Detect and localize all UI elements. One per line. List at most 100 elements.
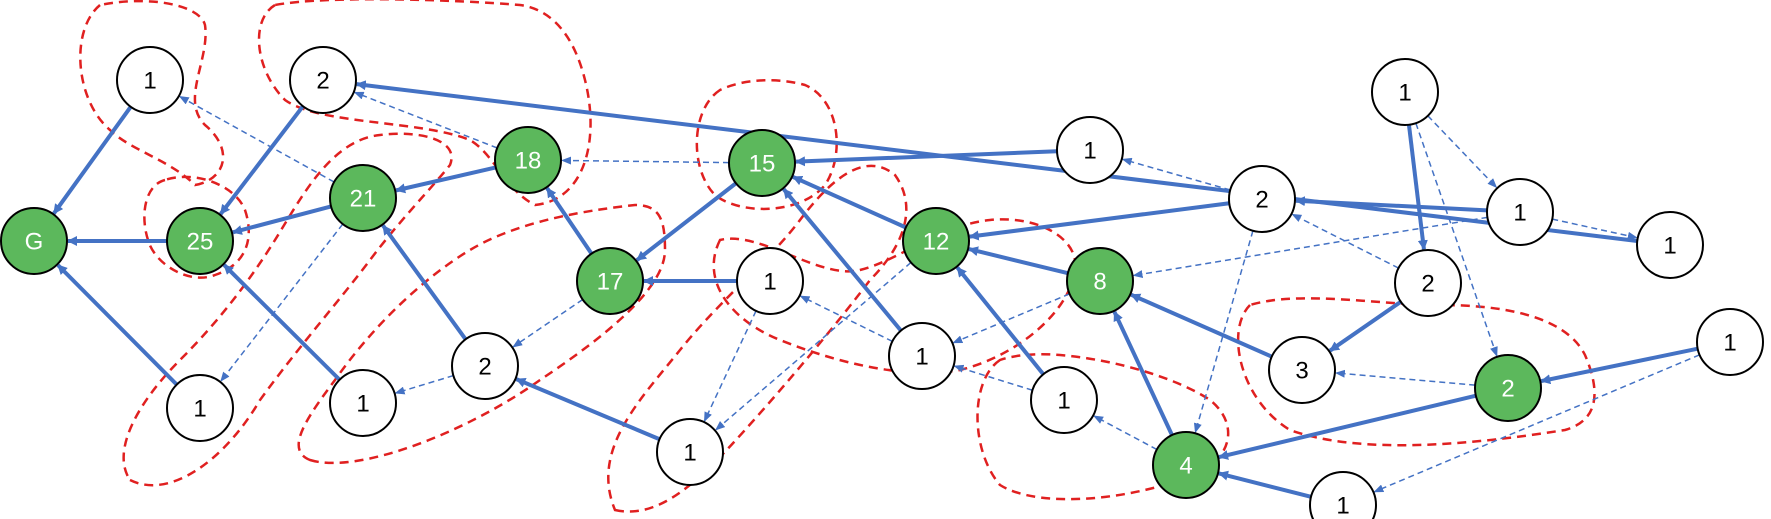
- solid-edge-b3-to-n21: [381, 224, 468, 341]
- node-n25: 25: [166, 207, 234, 275]
- solid-edge-c2-to-b3: [515, 377, 661, 442]
- node-c2: 1: [656, 418, 724, 486]
- node-label: 1: [1513, 200, 1526, 227]
- region-top-arc: [257, 0, 592, 207]
- node-label: 15: [749, 151, 776, 178]
- node-label: 2: [316, 68, 329, 95]
- node-label: 1: [356, 391, 369, 418]
- node-circle: [494, 126, 562, 194]
- node-d2: 1: [888, 322, 956, 390]
- node-f3: 1: [1696, 308, 1764, 376]
- node-n21: 21: [329, 164, 397, 232]
- dashed-edge-e2-to-f2: [1552, 218, 1638, 240]
- node-label: 2: [1255, 187, 1268, 214]
- solid-edge-a1-to-G: [52, 105, 133, 215]
- node-circle: [451, 332, 519, 400]
- node-c1: 1: [736, 247, 804, 315]
- node-label: 2: [1421, 271, 1434, 298]
- node-circle: [329, 369, 397, 437]
- solid-edge-d1-to-n15: [794, 149, 1058, 167]
- region-15: [695, 79, 838, 211]
- node-n4: 4: [1152, 431, 1220, 499]
- node-label: 2: [478, 354, 491, 381]
- dashed-edge-d2-to-c1: [799, 295, 893, 343]
- solid-edge-e4-to-n8: [1130, 292, 1273, 359]
- node-circle: [1030, 366, 1098, 434]
- region-middle-band: [297, 203, 667, 465]
- region-left-band: [122, 132, 453, 487]
- dashed-edge-n8-to-d2: [952, 293, 1070, 344]
- solid-edge-f1-to-e3: [1406, 124, 1428, 251]
- node-circle: [576, 247, 644, 315]
- node-label: 3: [1295, 358, 1308, 385]
- node-label: 1: [1336, 493, 1349, 519]
- node-label: 1: [683, 440, 696, 467]
- node-b2: 1: [329, 369, 397, 437]
- node-circle: [728, 129, 796, 197]
- solid-edge-e3-to-e4: [1328, 300, 1402, 353]
- node-d1: 1: [1056, 116, 1124, 184]
- node-n12: 12: [902, 207, 970, 275]
- node-n8: 8: [1066, 247, 1134, 315]
- node-n15: 15: [728, 129, 796, 197]
- node-circle: [1394, 249, 1462, 317]
- node-circle: [329, 164, 397, 232]
- node-circle: [1228, 165, 1296, 233]
- node-d3: 1: [1030, 366, 1098, 434]
- node-circle: [1309, 471, 1377, 519]
- node-e4: 3: [1268, 336, 1336, 404]
- node-b1: 1: [166, 374, 234, 442]
- solid-edge-b2-to-n25: [222, 263, 342, 382]
- solid-edge-n8-to-n12: [968, 246, 1069, 276]
- dashed-edge-n18-to-a2: [353, 91, 498, 149]
- solid-edge-e1-to-n12: [968, 201, 1230, 241]
- node-label: 8: [1093, 269, 1106, 296]
- solid-edge-f4-to-n4: [1217, 470, 1312, 499]
- region-25: [143, 175, 250, 279]
- node-circle: [736, 247, 804, 315]
- node-label: 25: [187, 229, 214, 256]
- node-circle: [1066, 247, 1134, 315]
- node-e1: 2: [1228, 165, 1296, 233]
- edges: [52, 80, 1700, 499]
- region-left-top: [79, 0, 225, 187]
- node-n2: 2: [1474, 354, 1542, 422]
- node-G: G: [0, 207, 68, 275]
- node-label: 2: [1501, 376, 1514, 403]
- node-circle: [656, 418, 724, 486]
- solid-edge-n12-to-n15: [792, 175, 907, 230]
- node-circle: [888, 322, 956, 390]
- solid-edge-n2-to-n4: [1218, 393, 1477, 460]
- node-label: 1: [1663, 233, 1676, 260]
- node-label: 1: [1057, 388, 1070, 415]
- solid-edge-d2-to-n15: [782, 187, 903, 332]
- dashed-edge-f3-to-f4: [1373, 354, 1700, 493]
- region-bottom-center: [607, 164, 908, 513]
- node-label: 1: [1398, 80, 1411, 107]
- node-label: 18: [515, 148, 542, 175]
- solid-edge-a2-to-n25: [219, 105, 305, 216]
- node-circle: [1636, 211, 1704, 279]
- node-e3: 2: [1394, 249, 1462, 317]
- solid-edge-n21-to-n25: [231, 204, 332, 235]
- node-circle: [166, 374, 234, 442]
- dashed-edge-n12-to-c2: [715, 261, 912, 431]
- node-circle: [166, 207, 234, 275]
- node-circle: [1696, 308, 1764, 376]
- node-circle: [1371, 58, 1439, 126]
- node-n17: 17: [576, 247, 644, 315]
- solid-edge-n15-to-n17: [635, 181, 738, 262]
- node-circle: [0, 207, 68, 275]
- node-f4: 1: [1309, 471, 1377, 519]
- node-circle: [1152, 431, 1220, 499]
- node-label: 21: [350, 186, 377, 213]
- dashed-edge-n2-to-e4: [1334, 369, 1476, 386]
- node-label: 1: [763, 269, 776, 296]
- dashed-edge-e1-to-d1: [1121, 157, 1231, 191]
- solid-edge-e2-to-e1: [1294, 196, 1488, 213]
- node-b3: 2: [451, 332, 519, 400]
- node-a2: 2: [289, 46, 357, 114]
- node-label: 4: [1179, 453, 1192, 480]
- solid-edge-d3-to-n12: [955, 266, 1045, 376]
- node-label: 17: [597, 269, 624, 296]
